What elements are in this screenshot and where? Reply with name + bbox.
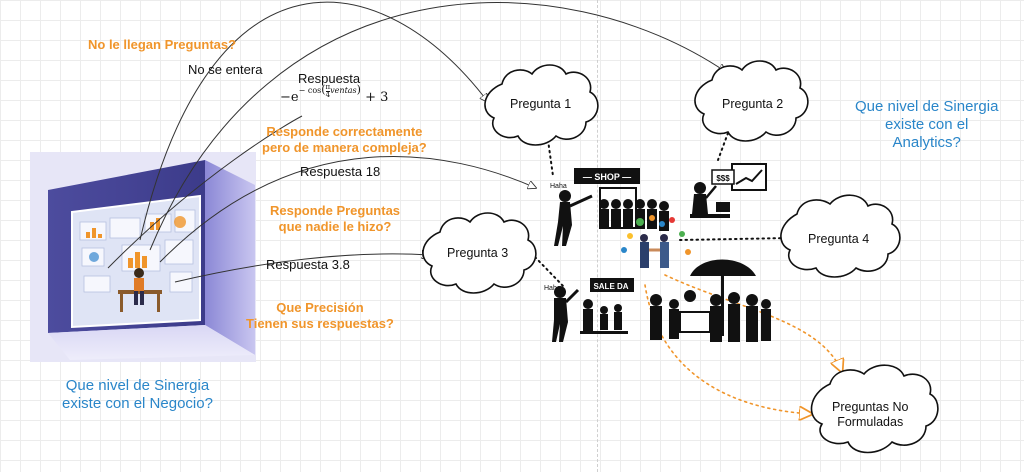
label-responde-line1: Responde correctamente	[266, 124, 423, 139]
cloud-text-pnf-line1: Preguntas No	[832, 400, 909, 414]
dotted-p2-analyst	[717, 132, 729, 161]
label-negocio-line2: existe con el Negocio?	[62, 395, 213, 412]
connector-no-enterar	[139, 1, 488, 241]
cloud-text-preguntas-no-formuladas: Preguntas No Formuladas	[832, 400, 908, 430]
label-sinergia-analytics: Que nivel de Sinergia existe con el Anal…	[855, 98, 998, 152]
label-responde-correctamente: Responde correctamente pero de manera co…	[262, 124, 427, 156]
connectors	[107, 1, 726, 283]
cloud-pregunta-4	[780, 194, 901, 278]
dashboard-room-illustration	[30, 152, 256, 362]
formula-den: 4	[325, 90, 331, 99]
cloud-text-pregunta-1: Pregunta 1	[510, 97, 572, 111]
label-no-se-entera: No se entera	[188, 62, 263, 77]
orange-connectors	[644, 274, 842, 414]
cloud-pregunta-2	[694, 60, 809, 142]
cloud-pregunta-1	[484, 64, 599, 146]
connector-respuesta-short	[107, 115, 303, 269]
formula-var: ventas	[330, 86, 357, 95]
dotted-connectors	[534, 132, 791, 289]
label-negocio-line1: Que nivel de Sinergia	[65, 377, 210, 394]
label-que-precision: Que Precisión Tienen sus respuestas?	[246, 300, 394, 332]
label-analytics-line1: Que nivel de Sinergia	[855, 98, 999, 115]
orange-connector-2	[644, 284, 812, 414]
formula-suffix: + 3	[365, 90, 389, 105]
label-nadie-line2: que nadie le hizo?	[278, 219, 392, 234]
formula-prefix: −e	[280, 90, 299, 105]
label-sinergia-negocio: Que nivel de Sinergia existe con el Nego…	[62, 377, 213, 413]
label-precision-line1: Que Precisión	[276, 300, 364, 315]
dotted-p1-shop	[547, 139, 554, 177]
center-guide-line	[597, 0, 598, 472]
cloud-text-pregunta-4: Pregunta 4	[808, 232, 870, 246]
dotted-p3-sale	[534, 256, 566, 289]
formula-num: π	[325, 82, 331, 92]
cloud-text-pregunta-2: Pregunta 2	[722, 97, 784, 111]
label-responde-line2: pero de manera compleja?	[262, 140, 427, 155]
connector-respuesta	[149, 2, 726, 251]
shop-sign-text: — SHOP —	[583, 172, 631, 182]
cloud-preguntas-no-formuladas	[810, 364, 939, 454]
label-no-llegan-preguntas: No le llegan Preguntas?	[88, 37, 237, 52]
label-analytics-line2: existe con el	[885, 116, 969, 133]
sale-sign-text: SALE DA	[593, 282, 628, 291]
label-responde-preguntas: Responde Preguntas que nadie le hizo?	[270, 203, 400, 235]
sale-sign	[590, 278, 634, 292]
label-respuesta: Respuesta	[298, 71, 361, 86]
orange-connector-1	[664, 274, 842, 372]
connector-respuesta18	[159, 156, 536, 263]
cloud-text-pregunta-3: Pregunta 3	[447, 246, 509, 260]
label-analytics-line3: Analytics?	[892, 134, 961, 151]
label-nadie-line1: Responde Preguntas	[270, 203, 401, 218]
label-precision-line2: Tienen sus respuestas?	[246, 316, 394, 331]
label-respuesta-3-8: Respuesta 3.8	[266, 257, 350, 272]
label-respuesta-18: Respuesta 18	[300, 164, 381, 179]
cloud-text-pnf-line2: Formuladas	[837, 415, 904, 429]
cloud-pregunta-3	[422, 212, 537, 294]
clouds	[422, 60, 939, 454]
money-sign: $$$	[716, 174, 730, 183]
haha-text-1: Haha	[550, 183, 567, 190]
dotted-p4-center	[679, 237, 791, 241]
formula-cos: − cos	[298, 86, 322, 95]
business-illustration: — SHOP — Haha $$$	[544, 163, 771, 342]
haha-text-2: Haha	[544, 285, 561, 292]
connector-respuesta38	[174, 254, 430, 283]
shop-sign	[574, 168, 640, 184]
